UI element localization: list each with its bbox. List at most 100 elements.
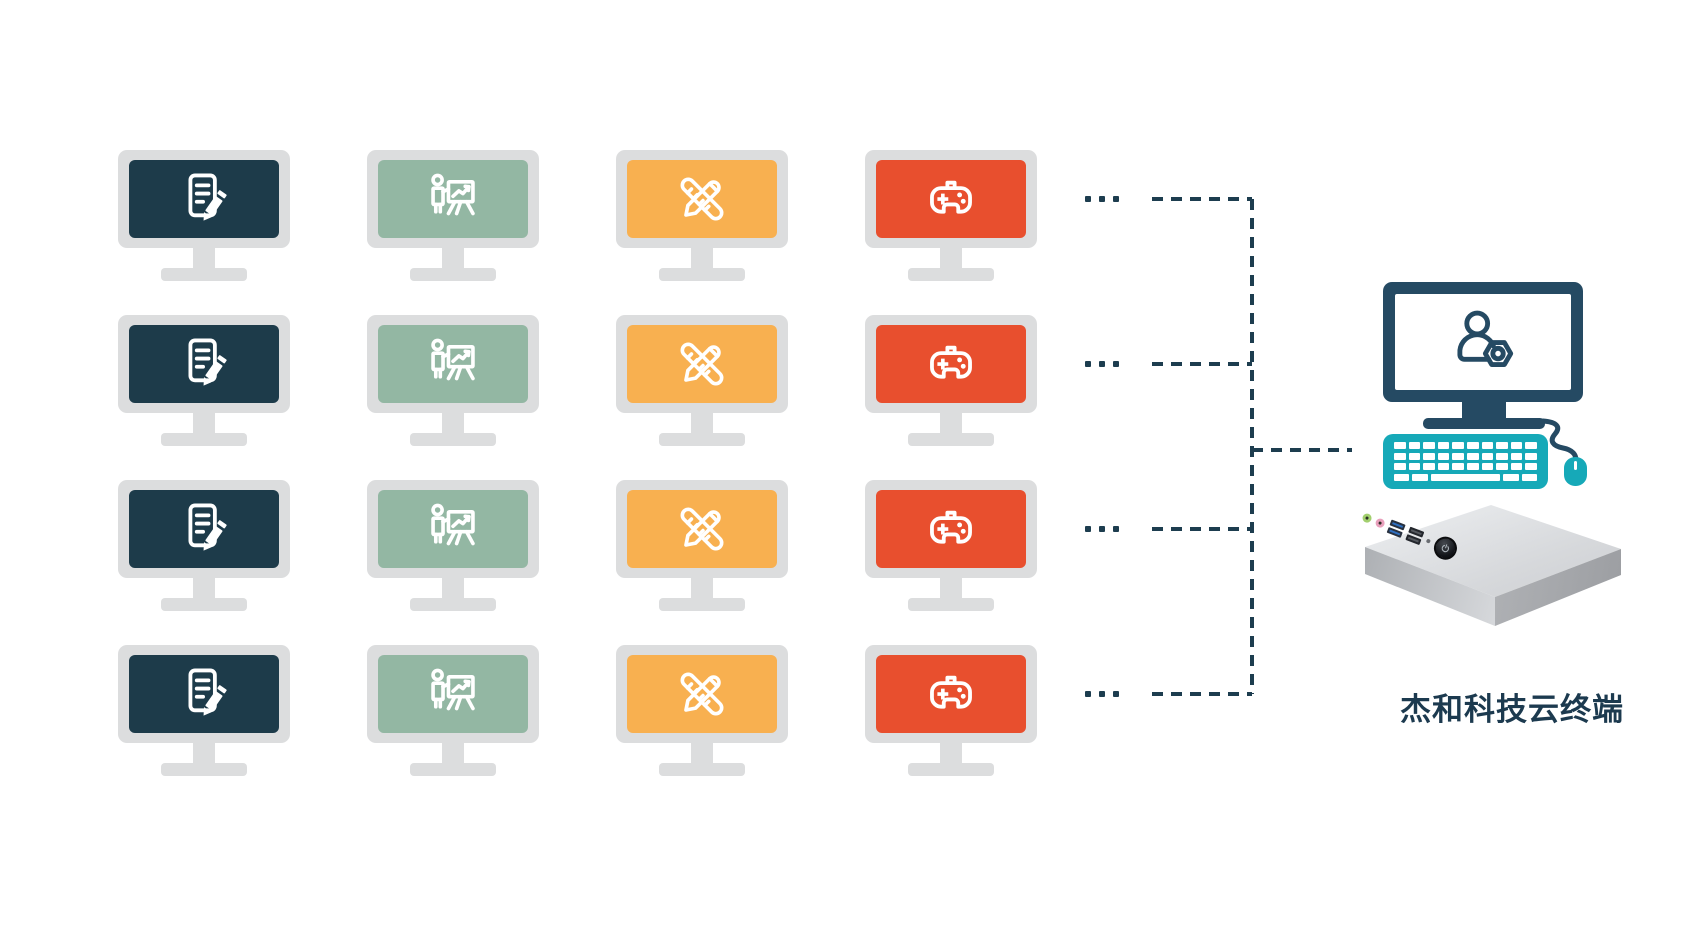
monitor-neck xyxy=(691,413,713,433)
monitor-screen xyxy=(627,325,777,403)
monitor-base xyxy=(908,598,994,611)
admin-monitor-screen xyxy=(1395,294,1571,390)
monitor-base xyxy=(908,763,994,776)
mini-pc-ports xyxy=(1358,504,1491,576)
monitor-screen xyxy=(876,160,1026,238)
monitor-neck xyxy=(442,248,464,268)
mini-pc-device xyxy=(1361,503,1623,633)
terminal-label: 杰和科技云终端 xyxy=(1400,692,1624,728)
admin-monitor-base xyxy=(1423,418,1545,429)
admin-monitor-neck xyxy=(1462,402,1506,419)
workstation-monitor-gaming xyxy=(865,480,1037,611)
row-ellipsis xyxy=(1085,196,1119,202)
workstation-monitor-gaming xyxy=(865,150,1037,281)
document-edit-icon xyxy=(175,665,233,723)
workstation-monitor-gaming xyxy=(865,315,1037,446)
gamepad-icon xyxy=(922,665,980,723)
monitor-base xyxy=(410,433,496,446)
monitor-base xyxy=(410,763,496,776)
monitor-frame xyxy=(118,150,290,248)
monitor-screen xyxy=(129,160,279,238)
monitor-frame xyxy=(616,150,788,248)
monitor-screen xyxy=(378,325,528,403)
document-edit-icon xyxy=(175,500,233,558)
monitor-screen xyxy=(378,490,528,568)
monitor-base xyxy=(161,598,247,611)
monitor-base xyxy=(161,268,247,281)
workstation-monitor-document xyxy=(118,645,290,776)
monitor-neck xyxy=(442,743,464,763)
monitor-screen xyxy=(627,160,777,238)
workstation-monitor-presentation xyxy=(367,315,539,446)
monitor-frame xyxy=(118,645,290,743)
monitor-neck xyxy=(691,743,713,763)
keyboard-icon xyxy=(1383,434,1548,489)
row-ellipsis xyxy=(1085,361,1119,367)
monitor-neck xyxy=(940,743,962,763)
monitor-base xyxy=(659,433,745,446)
workstation-monitor-presentation xyxy=(367,150,539,281)
monitor-neck xyxy=(940,578,962,598)
monitor-base xyxy=(410,268,496,281)
monitor-base xyxy=(161,763,247,776)
workstation-monitor-gaming xyxy=(865,645,1037,776)
workstation-monitor-design xyxy=(616,150,788,281)
monitor-screen xyxy=(129,490,279,568)
monitor-frame xyxy=(367,645,539,743)
monitor-frame xyxy=(616,645,788,743)
monitor-base xyxy=(659,598,745,611)
monitor-screen xyxy=(876,490,1026,568)
monitor-base xyxy=(659,763,745,776)
monitor-frame xyxy=(616,315,788,413)
workstation-monitor-design xyxy=(616,645,788,776)
monitor-neck xyxy=(193,743,215,763)
admin-monitor xyxy=(1383,282,1583,402)
monitor-neck xyxy=(193,248,215,268)
monitor-frame xyxy=(616,480,788,578)
mouse-icon xyxy=(1564,457,1587,486)
usb3-ports xyxy=(1386,519,1406,538)
monitor-screen xyxy=(378,655,528,733)
workstation-monitor-presentation xyxy=(367,480,539,611)
monitor-screen xyxy=(876,655,1026,733)
monitor-screen xyxy=(876,325,1026,403)
mouse-scroll-wheel xyxy=(1574,461,1577,470)
monitor-neck xyxy=(442,578,464,598)
document-edit-icon xyxy=(175,170,233,228)
row-ellipsis xyxy=(1085,691,1119,697)
mic-jack-port xyxy=(1374,516,1387,529)
workstation-monitor-design xyxy=(616,315,788,446)
ruler-pencil-icon xyxy=(673,500,731,558)
monitor-screen xyxy=(627,655,777,733)
presentation-chart-icon xyxy=(424,335,482,393)
workstation-monitor-design xyxy=(616,480,788,611)
user-gear-icon xyxy=(1446,305,1520,379)
document-edit-icon xyxy=(175,335,233,393)
workstation-monitor-document xyxy=(118,315,290,446)
monitor-frame xyxy=(865,480,1037,578)
usb2-ports xyxy=(1405,526,1425,546)
monitor-neck xyxy=(691,248,713,268)
monitor-base xyxy=(908,268,994,281)
monitor-neck xyxy=(940,413,962,433)
monitor-frame xyxy=(118,315,290,413)
gamepad-icon xyxy=(922,170,980,228)
monitor-screen xyxy=(129,325,279,403)
monitor-neck xyxy=(940,248,962,268)
monitor-base xyxy=(908,433,994,446)
power-icon xyxy=(1441,543,1450,552)
workstation-grid xyxy=(118,150,1037,776)
ruler-pencil-icon xyxy=(673,335,731,393)
monitor-frame xyxy=(865,150,1037,248)
monitor-neck xyxy=(691,578,713,598)
reset-pinhole xyxy=(1425,538,1431,544)
audio-jack-port xyxy=(1361,511,1374,524)
presentation-chart-icon xyxy=(424,665,482,723)
ruler-pencil-icon xyxy=(673,665,731,723)
presentation-chart-icon xyxy=(424,500,482,558)
monitor-frame xyxy=(118,480,290,578)
monitor-frame xyxy=(367,150,539,248)
monitor-frame xyxy=(865,315,1037,413)
power-button xyxy=(1430,532,1461,563)
